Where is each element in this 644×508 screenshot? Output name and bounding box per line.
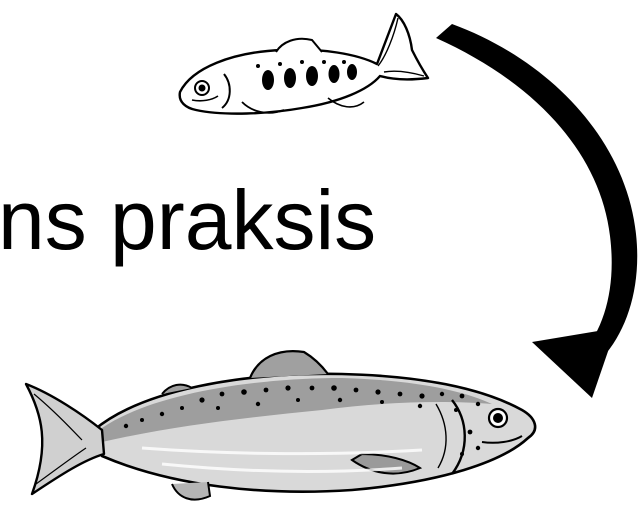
curved-arrow-icon xyxy=(430,20,644,400)
slide-title: ns praksis xyxy=(0,178,376,262)
adult-salmon-icon xyxy=(22,344,544,508)
juvenile-fish-icon xyxy=(172,4,432,132)
